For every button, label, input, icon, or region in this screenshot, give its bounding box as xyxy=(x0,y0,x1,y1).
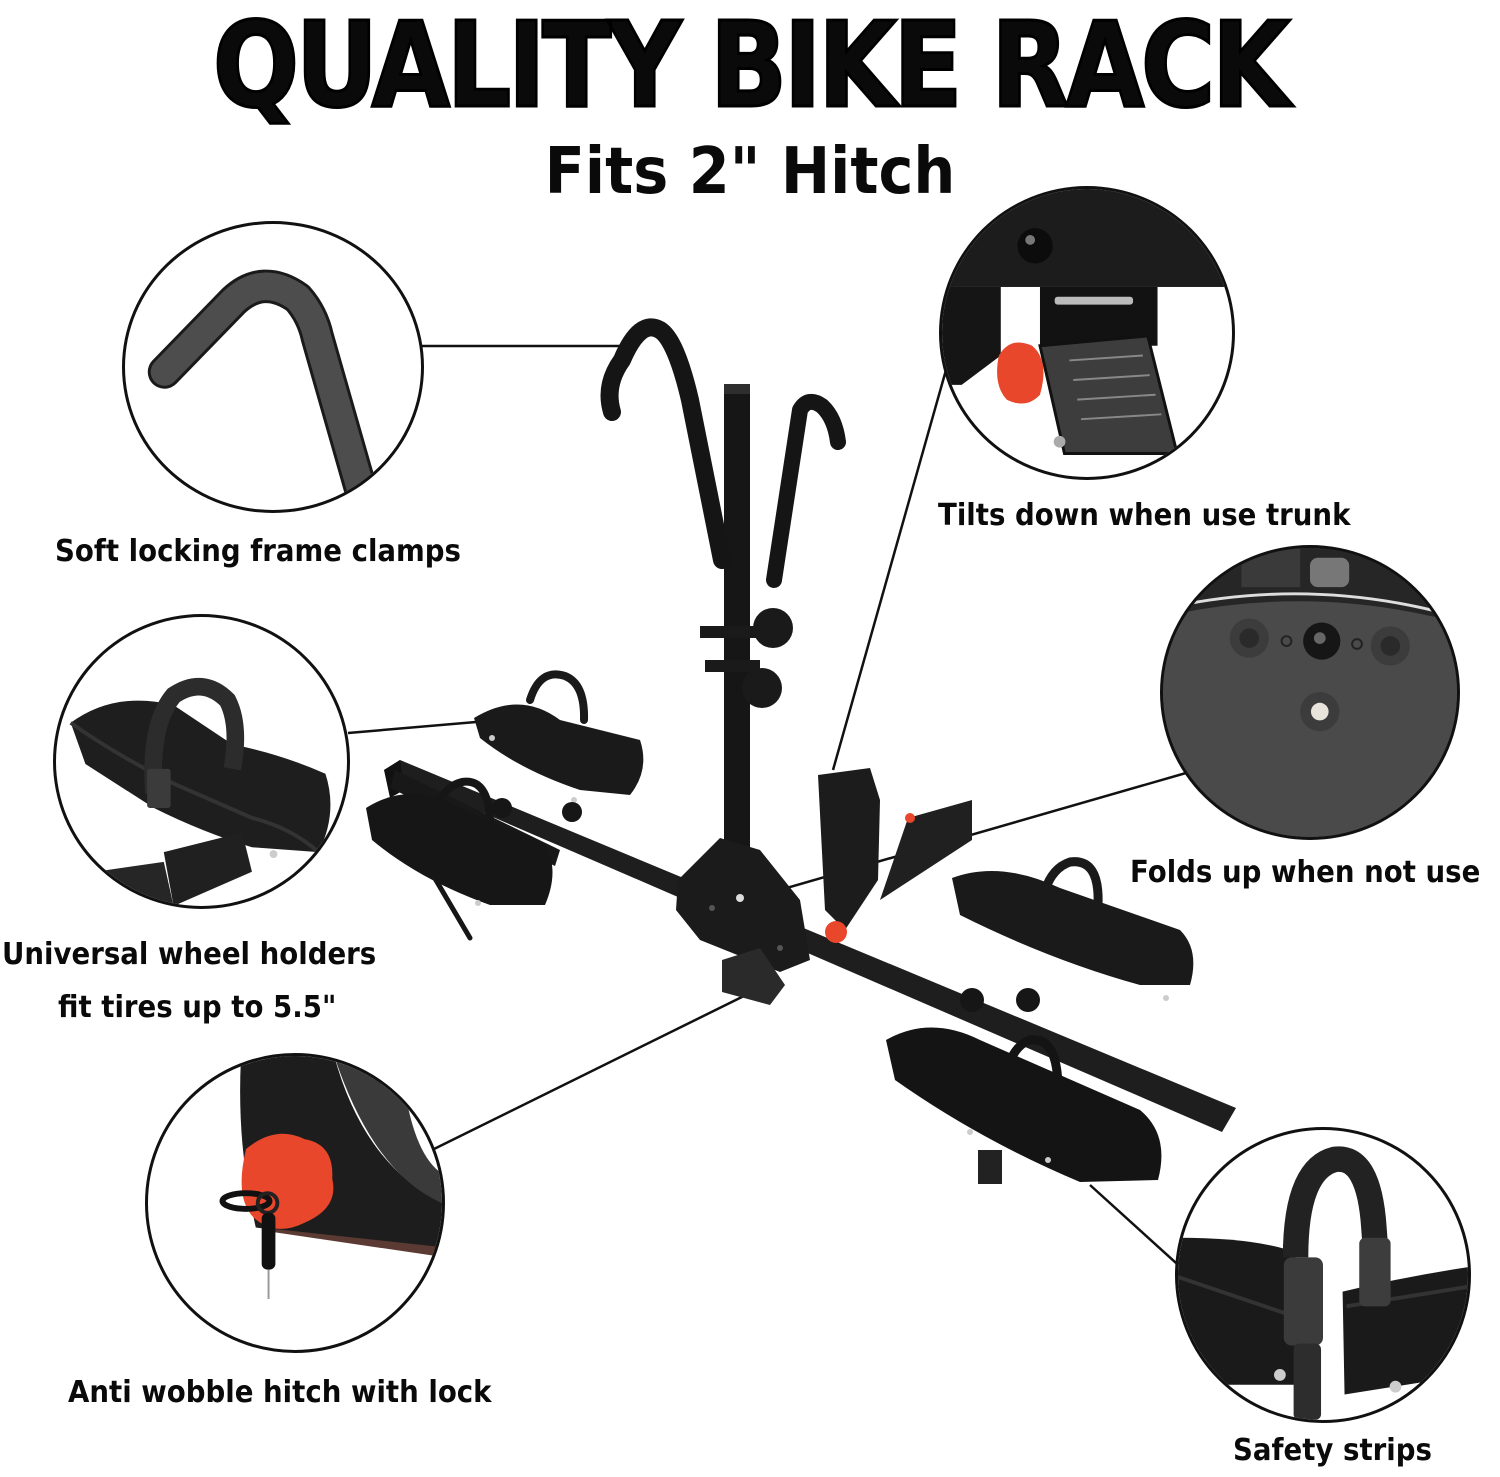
callout-fold-up xyxy=(1160,545,1460,840)
knob xyxy=(742,668,782,708)
leader-line-anti-wobble xyxy=(431,990,753,1152)
callout-anti-wobble xyxy=(145,1053,445,1353)
wheel-tray-icon xyxy=(69,677,331,906)
tilt-assembly xyxy=(818,768,880,930)
frame-hook-left xyxy=(600,318,731,569)
feature-label-tilt-down: Tilts down when use trunk xyxy=(938,498,1351,533)
feature-label-wheel-holders-line2: fit tires up to 5.5" xyxy=(58,990,337,1025)
foot-lever xyxy=(722,948,785,1005)
tilt-knob xyxy=(825,921,847,943)
main-rack xyxy=(366,318,1236,1184)
callout-tilt-down xyxy=(939,186,1235,480)
fold-plate-icon xyxy=(1163,548,1457,837)
page-title: QUALITY BIKE RACK xyxy=(212,0,1292,134)
ratchet-strap-icon xyxy=(1178,1146,1468,1420)
callout-wheel-holders xyxy=(53,614,350,909)
leader-line-tilt-down xyxy=(831,369,948,771)
leader-line-wheel-holders xyxy=(347,720,477,735)
feature-label-frame-clamps: Soft locking frame clamps xyxy=(55,534,461,569)
leader-line-safety-strips xyxy=(1089,1184,1187,1273)
feature-label-anti-wobble: Anti wobble hitch with lock xyxy=(68,1375,492,1410)
wheel-tray-upper-right xyxy=(952,857,1194,1001)
lock-knob-icon xyxy=(219,1056,442,1300)
wheel-tray-upper-left xyxy=(474,670,644,803)
feature-label-fold-up: Folds up when not use xyxy=(1130,855,1481,890)
hook-clamp-icon xyxy=(147,269,384,510)
pivot-plate xyxy=(676,838,810,972)
feature-label-safety-strips: Safety strips xyxy=(1233,1433,1432,1468)
frame-hook-right xyxy=(766,393,846,588)
wheel-tray-lower-right xyxy=(886,988,1162,1184)
wheel-tray-lower-left xyxy=(366,777,582,941)
tilt-lever-icon xyxy=(942,189,1232,455)
knob xyxy=(753,608,793,648)
page-subtitle: Fits 2" Hitch xyxy=(544,135,956,209)
callout-frame-clamps xyxy=(122,221,424,513)
feature-label-wheel-holders-line1: Universal wheel holders xyxy=(2,937,377,972)
callout-safety-strips xyxy=(1175,1127,1471,1423)
